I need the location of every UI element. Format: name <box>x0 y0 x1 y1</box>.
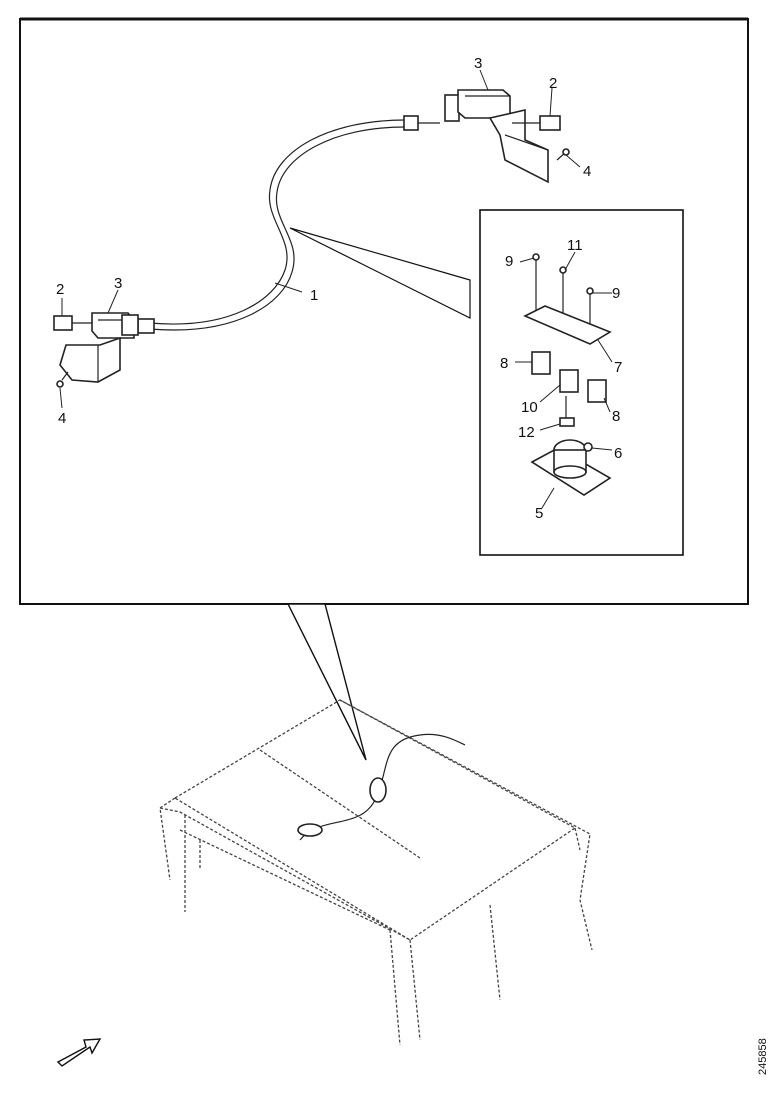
leader-lines <box>59 69 613 509</box>
callout-bolt-right: 4 <box>583 163 591 180</box>
control-cable <box>137 115 440 334</box>
front-direction-arrow <box>56 1038 102 1067</box>
inset-parts <box>523 253 612 496</box>
callout-damper-right: 8 <box>612 408 620 425</box>
adapter-assembly-right <box>444 89 570 184</box>
adapter-assembly-left <box>53 312 139 388</box>
inset-pointer-wedge <box>289 227 471 319</box>
detail-frame <box>19 18 749 605</box>
callout-plate: 7 <box>614 359 622 376</box>
callout-screw-right: 9 <box>612 285 620 302</box>
callout-knob: 6 <box>614 445 622 462</box>
callout-screw-left: 9 <box>505 253 513 270</box>
callout-nut-left: 2 <box>56 281 64 298</box>
callout-damper-left: 8 <box>500 355 508 372</box>
callout-bolt-left: 4 <box>58 410 66 427</box>
callout-damper-center: 10 <box>521 399 538 416</box>
figure-code: 245858 <box>757 1038 769 1075</box>
callout-adapter-right: 3 <box>474 55 482 72</box>
callout-stud: 12 <box>518 424 535 441</box>
callout-base: 5 <box>535 505 543 522</box>
callout-nut-right: 2 <box>549 75 557 92</box>
callout-cable: 1 <box>310 287 318 304</box>
vehicle-outline <box>159 699 593 1046</box>
inset-frame <box>479 209 684 556</box>
vehicle-pointer-wedge <box>286 603 367 761</box>
callout-adapter-left: 3 <box>114 275 122 292</box>
callout-screw-center: 11 <box>567 237 583 254</box>
